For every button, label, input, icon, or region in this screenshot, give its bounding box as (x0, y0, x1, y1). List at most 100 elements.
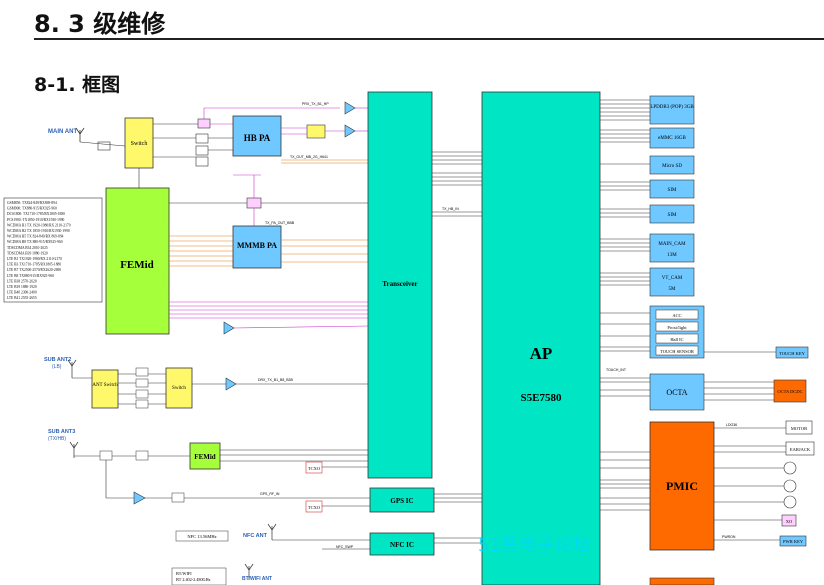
transceiver-label: Transceiver (382, 280, 417, 288)
octa-dcdc-block (773, 379, 807, 403)
hb-pa-label: HB PA (244, 133, 271, 143)
nfc-ic-block (369, 532, 435, 556)
femid-sub-label: FEMid (194, 453, 215, 461)
band-list-item: PCS1900: TX1850-1910/RX1930-1990 (7, 218, 65, 222)
bt-antenna-icon (244, 563, 254, 580)
emmc-block (649, 127, 695, 149)
pwr-key-block (779, 535, 807, 547)
ap-block (481, 91, 601, 585)
lna-icon (223, 321, 235, 335)
sub-ant2-sublabel: (LB) (52, 364, 62, 370)
motor-block (785, 420, 813, 435)
coupler-icon (197, 118, 211, 129)
mic-icon (783, 495, 797, 509)
femid-main-label: FEMid (120, 259, 154, 271)
main-cam-block (649, 233, 695, 263)
band-list-item: TDSCDMA B34 2010-2025 (7, 246, 48, 250)
nfc-note-box (175, 530, 229, 542)
nfc-note: NFC 13.56MHz (187, 534, 216, 539)
signal-label: TX_OUT_MB_2G_H641 (290, 155, 328, 159)
signal-label: PWRON (722, 535, 736, 539)
nfc-antenna-icon (267, 523, 277, 540)
touch-key-block (775, 346, 809, 359)
sub-ant3-label: SUB ANT3 (48, 429, 75, 435)
band-list-item: LTE B38 2570-2620 (7, 279, 37, 283)
touch-sensor-label: TOUCH SENSOR (660, 349, 694, 354)
section-divider (34, 38, 824, 40)
band-list-item: LTE B41 2555-2655 (7, 296, 37, 300)
main-ant-label: MAIN ANT (48, 129, 77, 135)
signal-label: LDO36 (726, 423, 737, 427)
pwr-key-label: PWR KEY (783, 539, 804, 544)
mmmb-pa-block (232, 225, 282, 269)
sub-ant3-sublabel: (TX/HB) (48, 436, 66, 442)
lna-icon (133, 491, 146, 505)
emmc-label: eMMC 16GB (658, 136, 686, 141)
band-list-item: LTE B3 TX1710-1785/RX1805-1880 (7, 263, 61, 267)
band-list-item: WCDMA B2 TX 1850-1910/RX1930-1990 (7, 229, 70, 233)
filter-icon (171, 492, 185, 503)
coupler-icon (246, 197, 262, 209)
nfc-ant-label: NFC ANT (243, 533, 268, 539)
signal-label: TX_PA_OUT_BBB (265, 221, 295, 225)
subsection-title: 8-1. 框图 (34, 74, 121, 96)
receiver-icon (783, 479, 797, 493)
acc-block (655, 309, 699, 320)
octa-label: OCTA (666, 388, 687, 397)
band-list-item: GSM850: TX824-849/RX869-894 (7, 201, 57, 205)
speaker-icon (783, 461, 797, 475)
pmic-block (649, 421, 715, 551)
xo-block (781, 514, 797, 527)
bt-ant-label: BT/WIFI ANT (242, 576, 272, 582)
hall-block (655, 333, 699, 344)
lna-icon (344, 101, 356, 115)
switch-main-label: Switch (131, 141, 148, 147)
pmic-label: PMIC (666, 479, 698, 493)
vt-cam-label: VT_CAM (662, 276, 683, 281)
nfc-ic-label: NFC IC (390, 541, 414, 549)
signal-label: NFC_SWP (336, 545, 354, 549)
vt-cam-res: 5M (669, 287, 677, 292)
band-list-item: LTE B8 TX880-915/RX925-960 (7, 274, 54, 278)
filter-icon (195, 133, 209, 167)
band-list-item: TDSCDMA B39 1880-1920 (7, 251, 48, 255)
earjack-label: EARJACK (790, 447, 811, 452)
microsd-label: Micro SD (662, 164, 682, 169)
ant-switch-block (91, 369, 119, 409)
sim2-label: SIM (668, 213, 677, 218)
gps-ic-label: GPS IC (390, 497, 413, 505)
band-list-item: LTE B40 2300-2400 (7, 291, 37, 295)
ap-part-label: S5E7580 (521, 392, 562, 404)
microsd-block (649, 155, 695, 175)
sub-ant2-antenna-icon (67, 359, 77, 378)
tcxo-block (305, 500, 323, 513)
gps-ic-block (369, 487, 435, 513)
ant-switch-label: ANT Switch (92, 383, 118, 388)
section-title: 8. 3 级维修 (34, 10, 166, 38)
octa-block (649, 373, 705, 411)
main-antenna-icon (75, 127, 85, 142)
filter-icon (99, 450, 113, 461)
bt-note-1: BT/WIFI (176, 571, 192, 576)
switch-small-block (306, 124, 326, 139)
main-cam-label: MAIN_CAM (658, 242, 686, 247)
signal-label: TOUCH_INT (606, 368, 627, 372)
switch-block-main (124, 117, 154, 169)
lna-icon (344, 124, 356, 138)
lna-icon (225, 377, 237, 391)
xo-label: XO (786, 519, 793, 524)
band-list-item: GSM900: TX880-915/RX925-960 (7, 207, 57, 211)
motor-label: MOTOR (791, 426, 807, 431)
octa-dcdc-label: OCTA DCDC (777, 389, 802, 394)
acc-label: ACC (672, 313, 681, 318)
vt-cam-block (649, 267, 695, 297)
earjack-block (785, 441, 815, 456)
band-list-box (3, 197, 103, 303)
lpddr-label: LPDDR3 (POP) 3GB (650, 105, 694, 110)
touch-sensor-block (655, 345, 699, 356)
filter-icon (135, 367, 149, 409)
femid-to-mmmb-lines (169, 235, 233, 267)
band-list-item: WCDMA B1 TX 1920-1980/RX 2110-2170 (7, 223, 71, 227)
